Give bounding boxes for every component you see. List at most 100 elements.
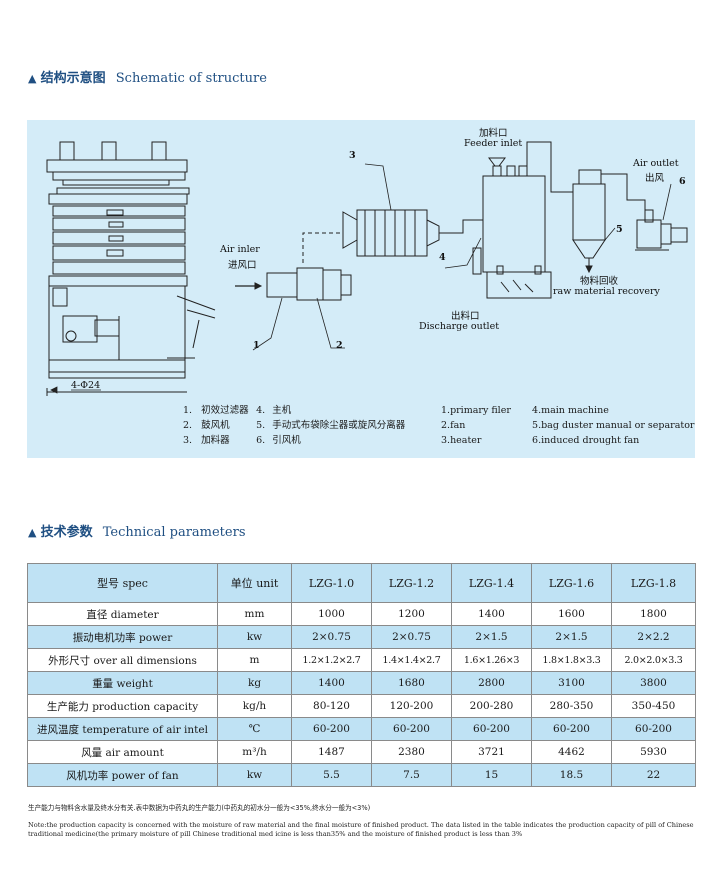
table-cell: 1800 [611,602,696,626]
row-unit: kw [217,625,292,649]
table-cell: 7.5 [371,763,452,787]
legend-item: 手动式布袋除尘器或旋风分离器 [272,420,406,431]
row-unit: kw [217,763,292,787]
table-cell: 200-280 [451,694,532,718]
row-label-en: over all dimensions [93,654,197,667]
section-title-zh: 技术参数 [40,525,93,540]
header-unit: 单位 unit [217,563,292,603]
table-cell: 15 [451,763,532,787]
table-cell: 3721 [451,740,532,764]
legend-item: 引风机 [272,435,301,446]
legend-item: 5.bag duster manual or separator [532,420,695,431]
row-unit: m³/h [217,740,292,764]
table-cell: 3100 [531,671,612,695]
legend-zh-row: 2. 鼓风机 5. 手动式布袋除尘器或旋风分离器 [183,418,405,433]
table-row: 生产能力 production capacity kg/h 80-120 120… [27,694,696,718]
note-en: Note:the production capacity is concerne… [28,821,694,838]
table-cell: 1.4×1.4×2.7 [371,648,452,672]
label-number-5: 5 [616,224,623,235]
table-row: 风机功率 power of fan kw 5.5 7.5 15 18.5 22 [27,763,696,787]
row-label-zh: 振动电机功率 [72,631,136,644]
table-cell: 2×1.5 [451,625,532,649]
table-cell: 2×0.75 [371,625,452,649]
header-model: LZG-1.8 [611,563,696,603]
legend-en: 1.primary filer 4.main machine 2.fan 5.b… [441,403,694,448]
table-cell: 2800 [451,671,532,695]
table-row: 重量 weight kg 1400 1680 2800 3100 3800 [27,671,696,695]
table-cell: 280-350 [531,694,612,718]
label-air-inlet-en: Air inler [220,244,260,255]
row-unit: ℃ [217,717,292,741]
row-label: 重量 weight [27,671,218,695]
row-label: 外形尺寸 over all dimensions [27,648,218,672]
header-model: LZG-1.4 [451,563,532,603]
table-row: 进风温度 temperature of air intel ℃ 60-200 6… [27,717,696,741]
legend-item: 3.heater [441,435,482,446]
row-unit: kg/h [217,694,292,718]
row-label-zh: 风机功率 [66,769,109,782]
table-cell: 60-200 [611,717,696,741]
row-label-en: diameter [110,608,159,621]
table-cell: 2×1.5 [531,625,612,649]
legend-zh: 1. 初效过滤器 4. 主机 2. 鼓风机 5. 手动式布袋除尘器或旋风分离器 … [183,403,405,448]
schematic-drawing [46,141,688,396]
table-cell: 1600 [531,602,612,626]
legend-item: 加料器 [201,435,230,446]
fan-drawing [635,209,688,251]
section-title-zh: 结构示意图 [40,71,106,86]
table-cell: 1.6×1.26×3 [451,648,532,672]
row-label-en: power [139,631,173,644]
label-feeder-zh: 加料口 [479,128,508,139]
section-title-en: Technical parameters [102,525,246,540]
table-cell: 1680 [371,671,452,695]
label-dimension: 4-Φ24 [71,380,101,391]
separator-drawing [572,169,646,274]
table-row: 直径 diameter mm 1000 1200 1400 1600 1800 [27,602,696,626]
section-title-structure: ▲ 结构示意图 Schematic of structure [28,67,267,86]
triangle-marker-icon: ▲ [28,72,37,85]
header-unit-zh: 单位 [230,577,253,590]
legend-num: 2. [183,420,193,431]
table-cell: 350-450 [611,694,696,718]
main-machine-drawing [46,141,216,396]
row-label-zh: 直径 [86,608,108,621]
row-label: 风量 air amount [27,740,218,764]
table-cell: 1.8×1.8×3.3 [531,648,612,672]
table-cell: 3800 [611,671,696,695]
table-cell: 80-120 [291,694,372,718]
label-number-4: 4 [439,252,446,263]
chamber-drawing [472,141,573,299]
legend-item: 1.primary filer [441,405,511,416]
row-unit: kg [217,671,292,695]
row-unit: m [217,648,292,672]
table-row: 外形尺寸 over all dimensions m 1.2×1.2×2.7 1… [27,648,696,672]
structure-diagram: 3 6 5 4 1 2 加料口 Feeder inlet Air outlet … [27,120,695,458]
table-cell: 2.0×2.0×3.3 [611,648,696,672]
table-cell: 1200 [371,602,452,626]
note-zh: 生产能力与物料含水量及终水分有关.表中数据为中药丸的生产能力(中药丸的初水分一般… [28,804,371,812]
label-number-1: 1 [253,340,260,351]
section-title-params: ▲ 技术参数 Technical parameters [28,521,246,540]
legend-item: 主机 [272,405,292,416]
table-cell: 120-200 [371,694,452,718]
table-cell: 5930 [611,740,696,764]
section-title-en: Schematic of structure [115,71,267,86]
label-recovery-en: raw material recovery [553,286,660,297]
legend-num: 1. [183,405,193,416]
legend-zh-row: 3. 加料器 6. 引风机 [183,433,405,448]
row-label-en: power of fan [111,769,179,782]
legend-item: 4.main machine [532,405,609,416]
legend-num: 4. [256,405,266,416]
legend-item: 2.fan [441,420,466,431]
table-cell: 2380 [371,740,452,764]
row-label-zh: 进风温度 [37,723,80,736]
row-label-zh: 外形尺寸 [48,654,91,667]
header-spec-zh: 型号 [97,577,120,590]
row-label-zh: 风量 [81,746,103,759]
label-recovery-zh: 物料回收 [580,276,619,287]
legend-num: 6. [256,435,266,446]
table-cell: 1400 [291,671,372,695]
table-cell: 1487 [291,740,372,764]
legend-en-row: 1.primary filer 4.main machine [441,403,694,418]
pipe-drawing [235,209,483,301]
